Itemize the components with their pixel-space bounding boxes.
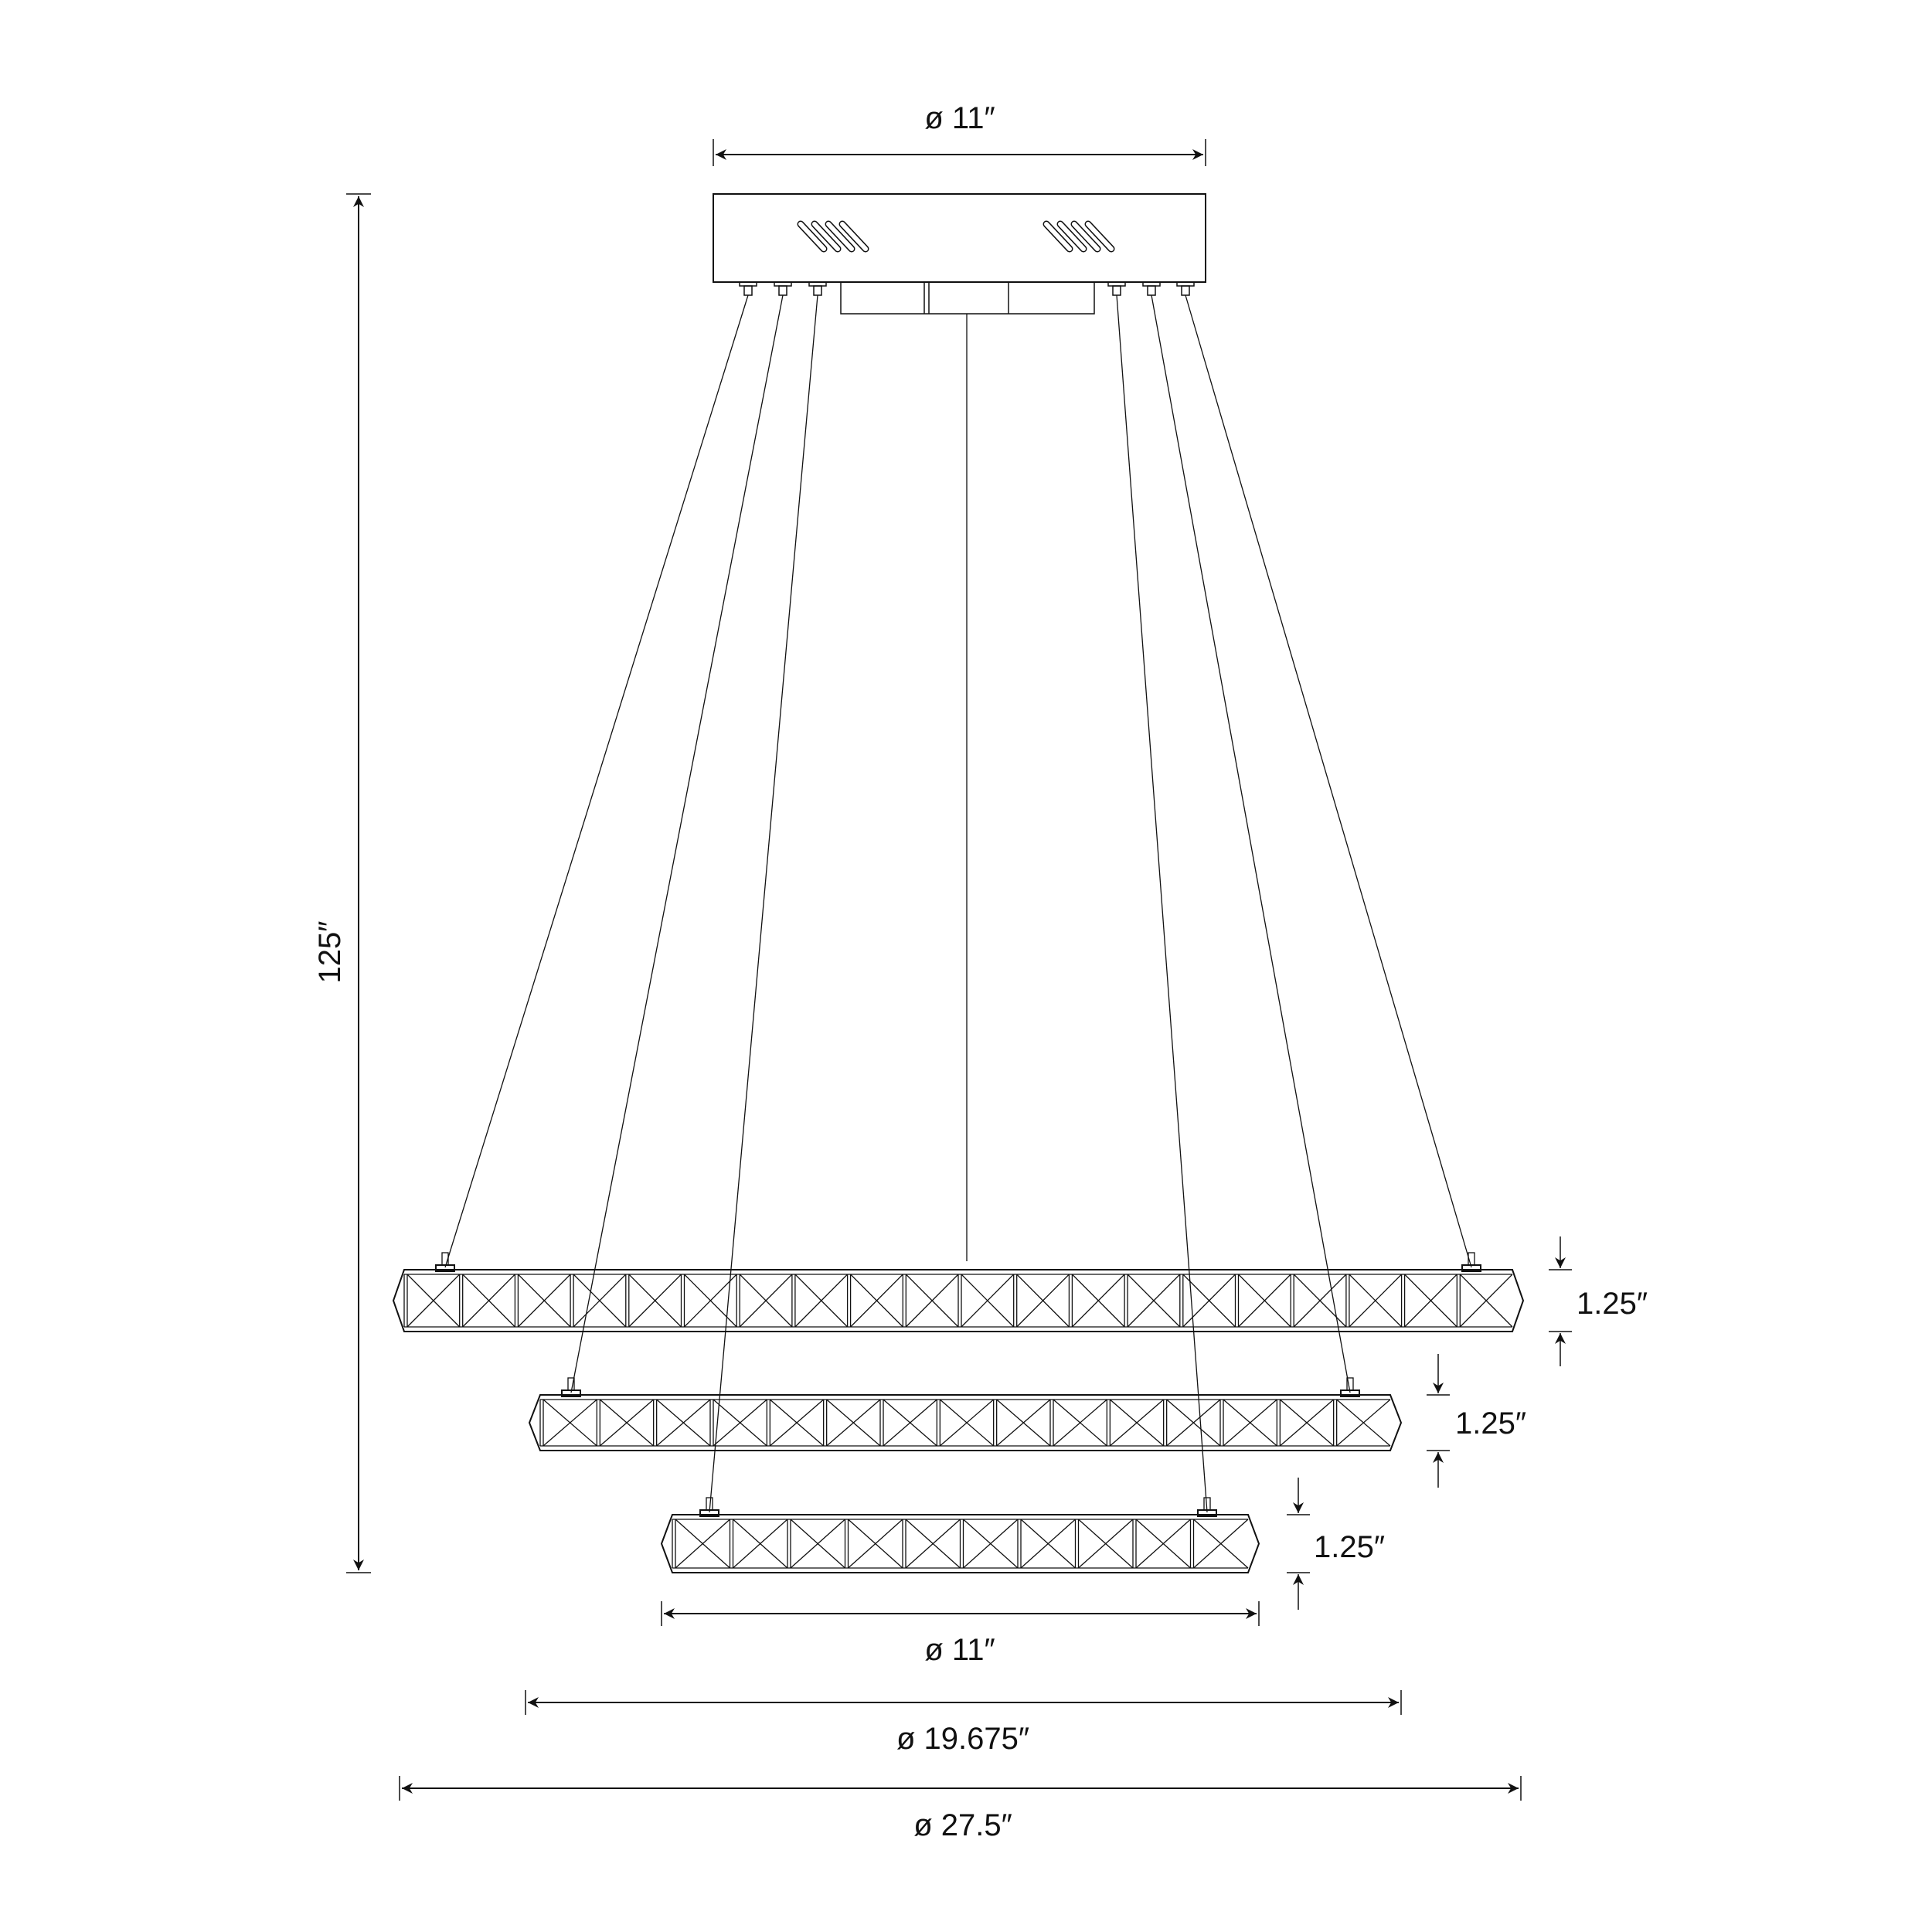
- crystal-segment: [736, 1274, 793, 1328]
- ring-small-diameter-dimension: ø 11″: [661, 1601, 1260, 1667]
- crystal-segment: [1132, 1519, 1191, 1569]
- crystal-segment: [1124, 1274, 1181, 1328]
- crystal-segment: [1456, 1274, 1513, 1328]
- overall-height-label: 125″: [313, 921, 347, 984]
- crystal-segment: [1049, 1399, 1107, 1447]
- vent-slots-right: [1043, 220, 1115, 253]
- crystal-segment: [514, 1274, 571, 1328]
- crystal-segment: [403, 1274, 461, 1328]
- ring-medium-height-label: 1.25″: [1455, 1406, 1526, 1440]
- crystal-segment: [459, 1274, 515, 1328]
- ring-small-diameter-label: ø 11″: [924, 1633, 995, 1667]
- crystal-segment: [1068, 1274, 1125, 1328]
- ring-large-diameter-label: ø 27.5″: [913, 1808, 1012, 1842]
- suspension-cable: [1185, 294, 1472, 1268]
- crystal-segment: [709, 1399, 767, 1447]
- suspension-cable: [709, 294, 818, 1513]
- crystal-segment: [902, 1519, 961, 1569]
- crystal-segment: [1219, 1399, 1277, 1447]
- crystal-segment: [936, 1399, 995, 1447]
- crystal-segment: [957, 1274, 1015, 1328]
- suspension-cable: [570, 294, 784, 1393]
- crystal-segment: [729, 1519, 788, 1569]
- crystal-segment: [1179, 1274, 1236, 1328]
- suspension-cables: [444, 294, 1472, 1513]
- crystal-segment: [1276, 1399, 1335, 1447]
- crystal-segment: [1013, 1274, 1070, 1328]
- crystal-segment: [1163, 1399, 1221, 1447]
- crystal-segment: [653, 1399, 711, 1447]
- vent-slots-left: [797, 220, 869, 253]
- ring-small-height-dimension: 1.25″: [1287, 1478, 1385, 1610]
- ring-small-height-label: 1.25″: [1314, 1530, 1385, 1564]
- canopy-diameter-dimension: ø 11″: [713, 101, 1206, 166]
- crystal-segment: [672, 1519, 730, 1569]
- crystal-segment: [596, 1399, 655, 1447]
- crystal-segment: [959, 1519, 1019, 1569]
- ring-medium-diameter-label: ø 19.675″: [896, 1722, 1029, 1756]
- canopy: [713, 193, 1206, 315]
- crystal-segment: [791, 1274, 849, 1328]
- ring-large-height-dimension: 1.25″: [1549, 1236, 1648, 1366]
- crystal-segment: [1189, 1519, 1249, 1569]
- overall-height-dimension: 125″: [313, 193, 371, 1573]
- crystal-segment: [766, 1399, 825, 1447]
- crystal-segment: [1400, 1274, 1458, 1328]
- crystal-segment: [1290, 1274, 1347, 1328]
- ring-medium-diameter-dimension: ø 19.675″: [525, 1690, 1402, 1756]
- suspension-cable: [1116, 294, 1208, 1513]
- crystal-segment: [1333, 1399, 1391, 1447]
- crystal-segment: [570, 1274, 627, 1328]
- crystal-segment: [823, 1399, 881, 1447]
- crystal-segment: [844, 1519, 903, 1569]
- crystal-segment: [1106, 1399, 1165, 1447]
- crystal-segment: [1074, 1519, 1134, 1569]
- crystal-segment: [879, 1399, 937, 1447]
- crystal-segment: [846, 1274, 903, 1328]
- crystal-segment: [993, 1399, 1051, 1447]
- crystal-segment: [787, 1519, 845, 1569]
- crystal-segment: [902, 1274, 959, 1328]
- crystal-segment: [680, 1274, 737, 1328]
- crystal-segment: [1017, 1519, 1076, 1569]
- ring-medium: [528, 1377, 1403, 1451]
- crystal-rings: [392, 1252, 1525, 1573]
- crystal-segment: [625, 1274, 682, 1328]
- crystal-segment: [539, 1399, 597, 1447]
- ring-small: [660, 1497, 1260, 1573]
- crystal-segment: [1234, 1274, 1291, 1328]
- crystal-segment: [1345, 1274, 1403, 1328]
- ring-large: [392, 1252, 1525, 1332]
- suspension-cable: [1151, 294, 1351, 1393]
- ring-medium-height-dimension: 1.25″: [1427, 1354, 1526, 1488]
- ring-large-height-label: 1.25″: [1577, 1287, 1648, 1321]
- suspension-cable: [444, 294, 749, 1268]
- canopy-diameter-label: ø 11″: [924, 101, 995, 135]
- ring-large-diameter-dimension: ø 27.5″: [399, 1776, 1522, 1842]
